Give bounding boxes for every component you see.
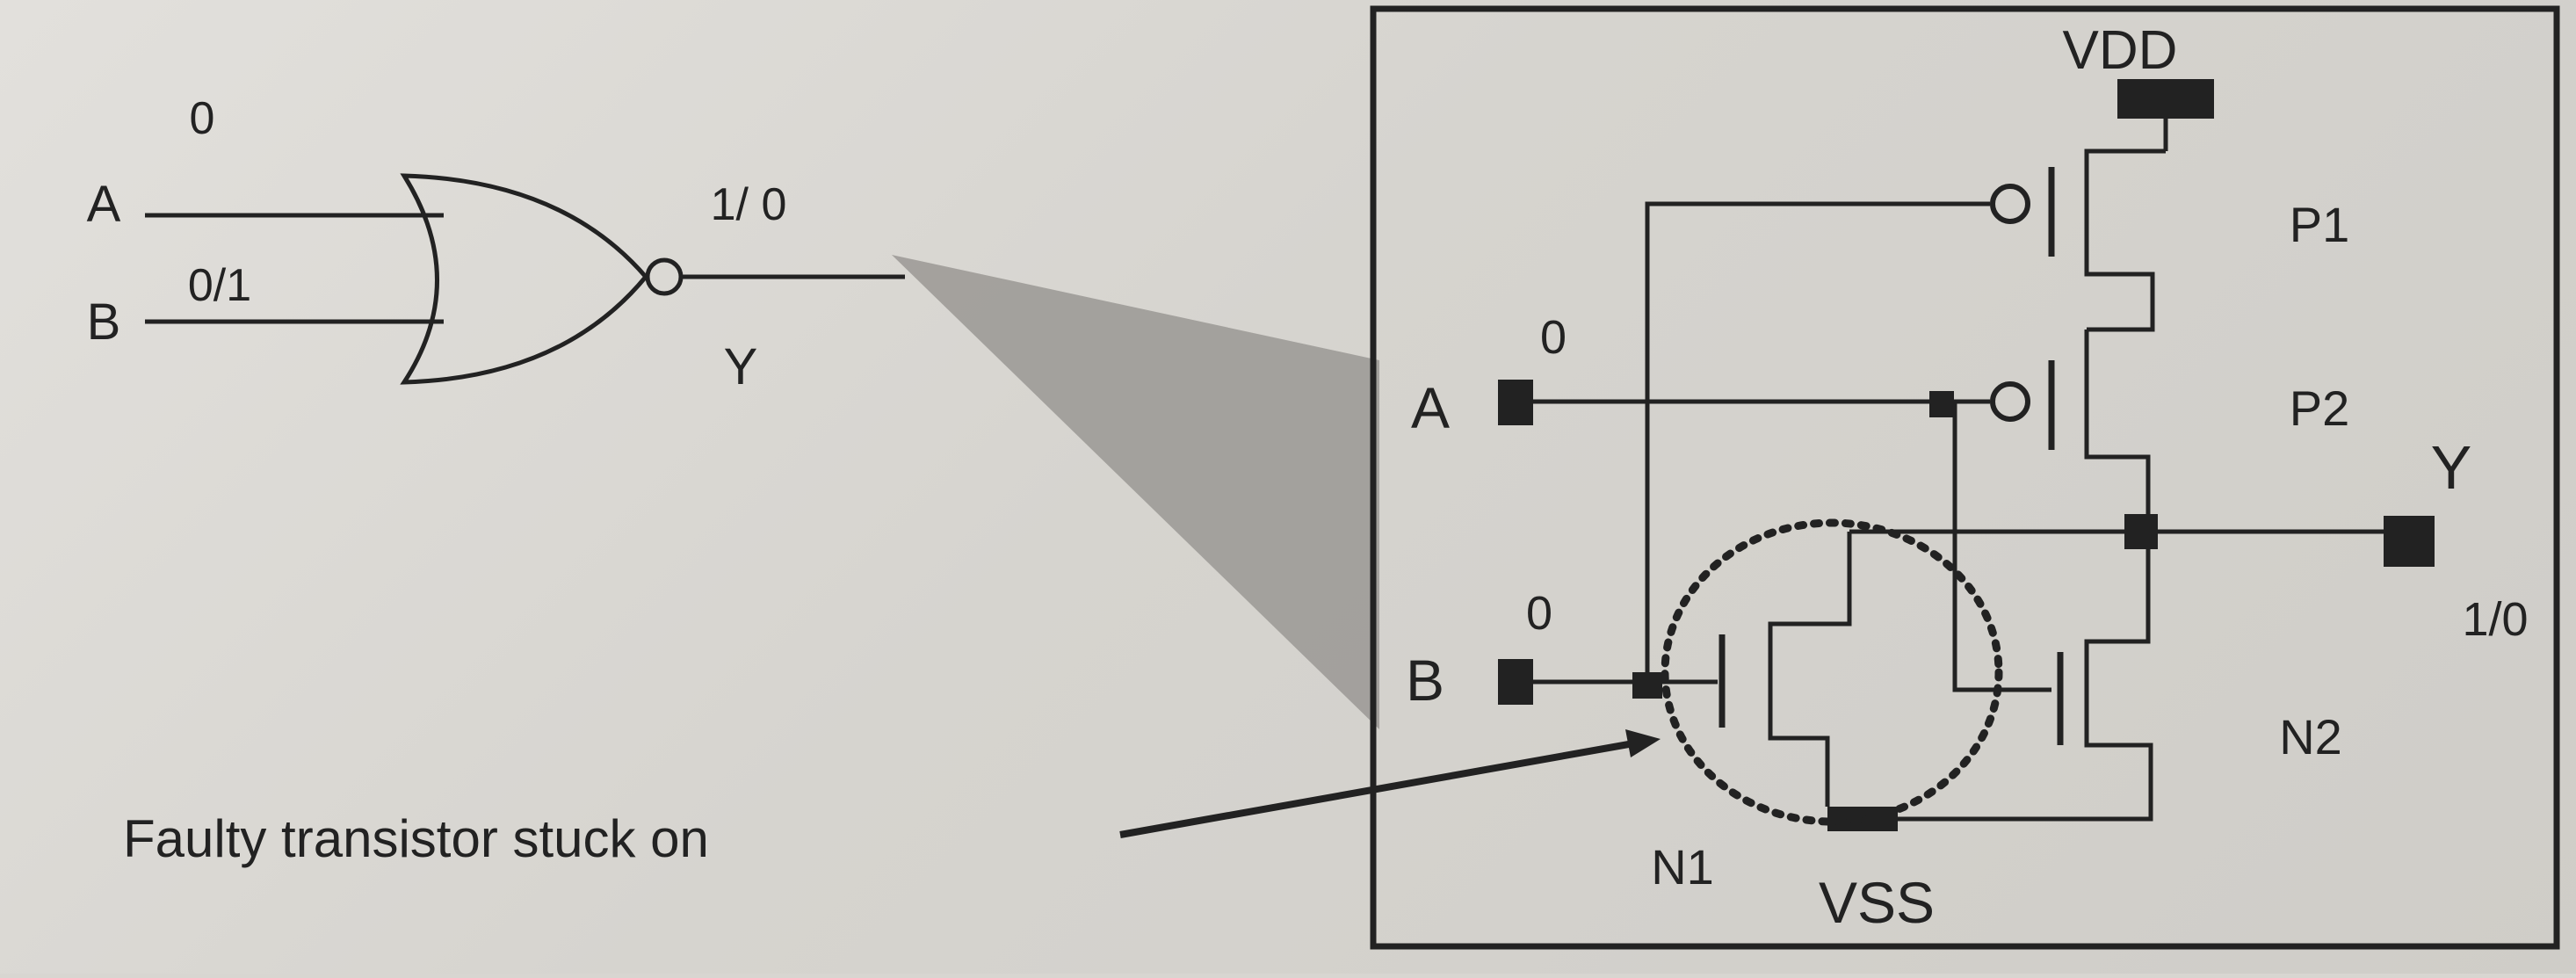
input-b-junction	[1632, 672, 1662, 699]
gate-input-a-label: A	[87, 176, 121, 233]
n2-gate-wire	[1952, 402, 2051, 692]
vss-label: VSS	[1819, 870, 1935, 935]
annotation-arrowhead	[1625, 729, 1661, 757]
gate-input-b-value: 0/1	[188, 260, 251, 311]
gate-input-b-label: B	[87, 293, 121, 351]
p1-gate-bubble	[1990, 184, 2030, 224]
p1-channel-wire	[2084, 149, 2166, 332]
n1-channel-wire	[1768, 532, 1852, 807]
nor-gate-body	[400, 173, 649, 385]
n2-channel-wire	[1861, 598, 2153, 822]
input-a-junction	[1929, 391, 1954, 417]
schematic-output-value: 1/0	[2462, 593, 2528, 646]
gate-output-label: Y	[724, 338, 758, 395]
schematic-output-label: Y	[2431, 433, 2472, 502]
schematic-input-a-label: A	[1411, 375, 1450, 440]
input-a-pin	[1498, 380, 1533, 425]
transistor-gates	[1719, 167, 2064, 745]
p2-channel-wire	[2084, 330, 2151, 518]
gate-input-a-value: 0	[190, 93, 215, 144]
output-y-pin	[2384, 516, 2435, 567]
faulty-transistor-annotation: Faulty transistor stuck on	[123, 809, 709, 868]
vdd-label: VDD	[2063, 20, 2178, 81]
p2-gate-bubble	[1990, 381, 2030, 422]
schematic-input-b-label: B	[1406, 648, 1444, 713]
p2-label: P2	[2290, 380, 2350, 436]
gate-output-value: 1/ 0	[711, 179, 787, 230]
zoom-wedge	[892, 255, 1379, 729]
vdd-pin	[2117, 79, 2214, 119]
n1-label: N1	[1651, 839, 1714, 895]
schematic-input-a-value: 0	[1540, 311, 1567, 364]
input-b-pin	[1498, 659, 1533, 705]
faulty-transistor-highlight	[1661, 518, 2003, 826]
schematic-input-b-value: 0	[1526, 587, 1552, 640]
p1-gate-wire	[1645, 201, 1990, 692]
nor-gate-bubble	[645, 257, 684, 296]
annotation-arrow-line	[1119, 739, 1639, 838]
output-junction	[2124, 514, 2158, 549]
n2-label: N2	[2279, 709, 2342, 764]
schematic-frame	[1370, 5, 2560, 950]
p1-label: P1	[2290, 197, 2350, 252]
nor-gate-symbol	[145, 173, 905, 385]
